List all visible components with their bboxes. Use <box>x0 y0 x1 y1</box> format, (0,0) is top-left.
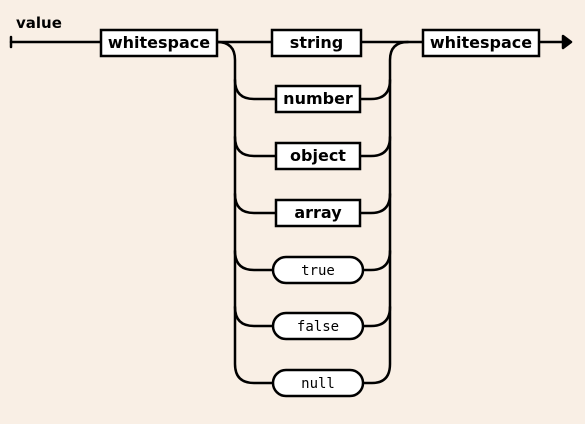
choice-array-label: array <box>294 203 342 222</box>
left-branch-number <box>233 78 278 101</box>
choice-true-pill: true <box>271 255 365 285</box>
choice-string-label: string <box>290 33 343 52</box>
left-branch-object <box>233 135 278 158</box>
right-branch-true <box>361 249 392 272</box>
choice-object-box: object <box>274 141 362 171</box>
choice-null-label: null <box>301 376 335 392</box>
left-branch-false <box>233 305 275 328</box>
diagram-title: value <box>16 14 62 32</box>
right-branch-false <box>361 305 392 328</box>
choice-number-box: number <box>274 84 362 114</box>
choice-true-label: true <box>301 263 335 279</box>
rail-tracks <box>9 34 573 385</box>
choice-object-label: object <box>290 146 346 165</box>
right-branch-main <box>361 40 410 385</box>
exit-arrow <box>561 34 573 50</box>
choice-null-pill: null <box>271 368 365 398</box>
entry-whitespace-label: whitespace <box>108 33 210 52</box>
left-branch-array <box>233 192 278 215</box>
right-branch-number <box>358 78 392 101</box>
right-branch-array <box>358 192 392 215</box>
right-branch-object <box>358 135 392 158</box>
choice-number-label: number <box>283 89 353 108</box>
choice-string-box: string <box>270 28 363 58</box>
choice-false-pill: false <box>271 311 365 341</box>
left-branch-main <box>215 40 275 385</box>
choice-false-label: false <box>297 319 339 335</box>
left-branch-true <box>233 249 275 272</box>
choice-array-box: array <box>274 198 362 228</box>
exit-whitespace-label: whitespace <box>430 33 532 52</box>
entry-whitespace-box: whitespace <box>99 28 219 58</box>
exit-whitespace-box: whitespace <box>421 28 541 58</box>
